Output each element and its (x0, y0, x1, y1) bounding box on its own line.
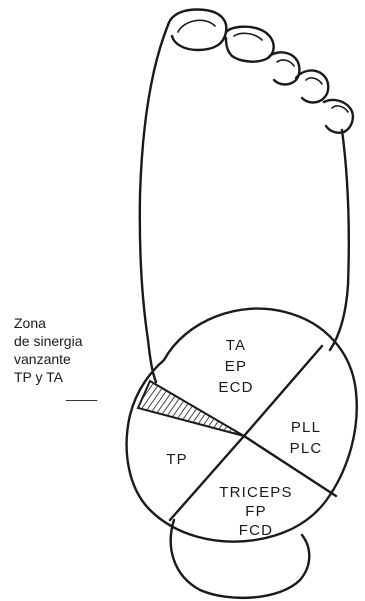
foot-outline (140, 10, 353, 382)
annotation-line-4: TP y TA (14, 369, 64, 385)
toe-3 (268, 52, 299, 84)
big-toe (168, 10, 226, 50)
annotation-line-2: de sinergia (14, 333, 83, 349)
toe-4 (296, 71, 328, 103)
sector-anterior-labels: TA EP ECD (218, 337, 253, 396)
sector-medial-labels: TP (166, 451, 188, 468)
label-fcd: FCD (239, 522, 273, 539)
label-ecd: ECD (218, 379, 253, 396)
sector-posterior-labels: TRICEPS FP FCD (219, 484, 292, 539)
toe-5 (324, 100, 353, 133)
label-ta: TA (226, 337, 246, 354)
toe-2 (226, 27, 274, 62)
label-tp: TP (166, 451, 188, 468)
annotation-underline: ____ (65, 385, 97, 401)
label-triceps: TRICEPS (219, 484, 292, 501)
label-fp: FP (245, 503, 267, 520)
annotation-line-3: vanzante (14, 351, 71, 367)
annotation-line-1: Zona (14, 315, 46, 331)
synergy-annotation: Zona de sinergia vanzante TP y TA ____ (14, 315, 97, 401)
label-plc: PLC (290, 440, 323, 457)
label-ep: EP (225, 358, 247, 375)
divider-posterior-medial (170, 436, 244, 520)
sector-lateral-labels: PLL PLC (290, 419, 323, 457)
label-pll: PLL (291, 419, 321, 436)
